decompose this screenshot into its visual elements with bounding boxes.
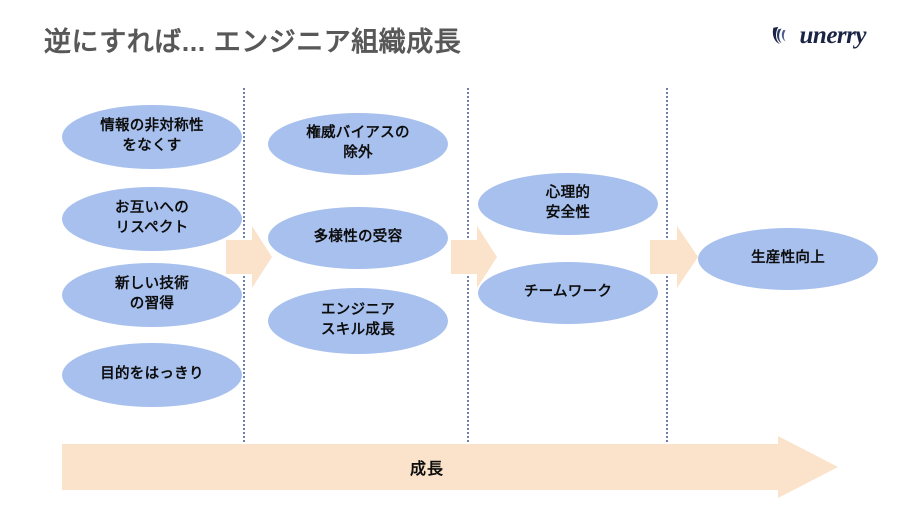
connector-1-to-2 xyxy=(226,226,272,288)
node-ellipse[interactable]: 新しい技術 の習得 xyxy=(62,263,242,327)
node-label: チームワーク xyxy=(523,284,613,301)
node-ellipse[interactable]: 多様性の受容 xyxy=(268,207,448,269)
node-label: お互いへの リスペクト xyxy=(115,200,189,236)
logo-wordmark: unerry xyxy=(799,21,867,49)
node-label: 情報の非対称性 をなくす xyxy=(100,118,204,154)
node-ellipse[interactable]: チームワーク xyxy=(478,262,658,324)
node-ellipse[interactable]: 情報の非対称性 をなくす xyxy=(62,105,242,169)
brand-logo: unerry xyxy=(771,18,867,52)
node-label: 新しい技術 の習得 xyxy=(115,276,189,312)
page-title: 逆にすれば... エンジニア組織成長 xyxy=(44,27,462,57)
node-ellipse[interactable]: 生産性向上 xyxy=(698,228,878,290)
node-label: 心理的 安全性 xyxy=(545,185,591,221)
node-ellipse[interactable]: お互いへの リスペクト xyxy=(62,187,242,251)
node-label: 権威バイアスの 除外 xyxy=(306,125,410,161)
node-label: 生産性向上 xyxy=(751,250,825,267)
connector-2-to-3 xyxy=(451,226,497,288)
connector-3-to-4 xyxy=(650,226,698,288)
growth-arrow xyxy=(62,436,838,498)
node-ellipse[interactable]: 目的をはっきり xyxy=(62,343,242,407)
node-ellipse[interactable]: エンジニア スキル成長 xyxy=(268,288,448,354)
node-ellipse[interactable]: 心理的 安全性 xyxy=(478,173,658,235)
node-label: エンジニア スキル成長 xyxy=(321,302,395,338)
node-label: 多様性の受容 xyxy=(313,229,403,246)
node-ellipse[interactable]: 権威バイアスの 除外 xyxy=(268,113,448,175)
node-label: 目的をはっきり xyxy=(100,366,204,383)
wave-swoosh-icon xyxy=(772,26,786,44)
